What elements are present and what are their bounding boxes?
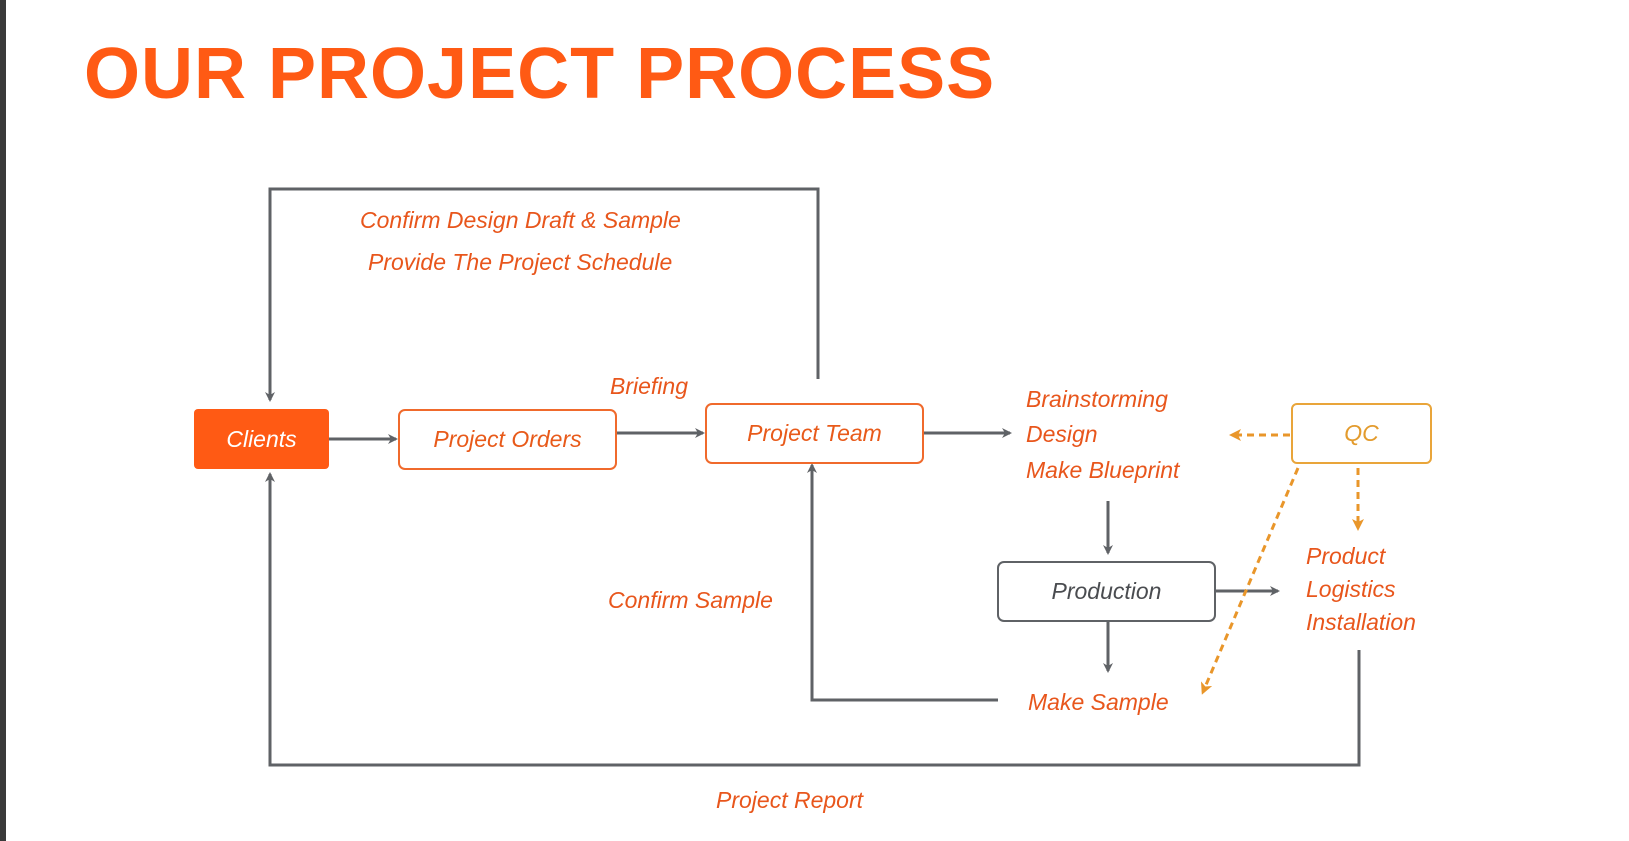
- label-confirm-sample: Confirm Sample: [608, 587, 773, 613]
- label-product: Product: [1306, 543, 1386, 569]
- node-qc-label: QC: [1344, 420, 1379, 446]
- qc-arrow-to-sample: [1200, 467, 1300, 695]
- label-make-blueprint: Make Blueprint: [1026, 457, 1180, 483]
- node-project-orders-label: Project Orders: [433, 426, 582, 452]
- node-project-team-label: Project Team: [747, 420, 882, 446]
- node-qc: QC: [1291, 403, 1432, 464]
- label-brainstorming: Brainstorming: [1026, 386, 1168, 412]
- label-make-sample: Make Sample: [1028, 689, 1169, 715]
- node-project-orders: Project Orders: [398, 409, 617, 470]
- connector-team-to-clients-top: [265, 187, 820, 402]
- label-logistics: Logistics: [1306, 576, 1396, 602]
- node-production: Production: [997, 561, 1216, 622]
- connector-product-to-clients-bottom: [265, 472, 1361, 767]
- connector-sample-to-team: [807, 463, 998, 702]
- label-project-report: Project Report: [716, 787, 864, 813]
- node-project-team: Project Team: [705, 403, 924, 464]
- label-design: Design: [1026, 421, 1098, 447]
- node-production-label: Production: [1051, 578, 1162, 604]
- label-confirm-design: Confirm Design Draft & Sample: [360, 207, 681, 233]
- node-clients: Clients: [194, 409, 329, 469]
- label-provide-schedule: Provide The Project Schedule: [368, 249, 673, 275]
- page-title: OUR PROJECT PROCESS: [84, 34, 996, 114]
- node-clients-label: Clients: [226, 425, 297, 452]
- label-installation: Installation: [1306, 609, 1416, 635]
- label-briefing: Briefing: [610, 373, 688, 399]
- left-edge-bar: [0, 0, 6, 841]
